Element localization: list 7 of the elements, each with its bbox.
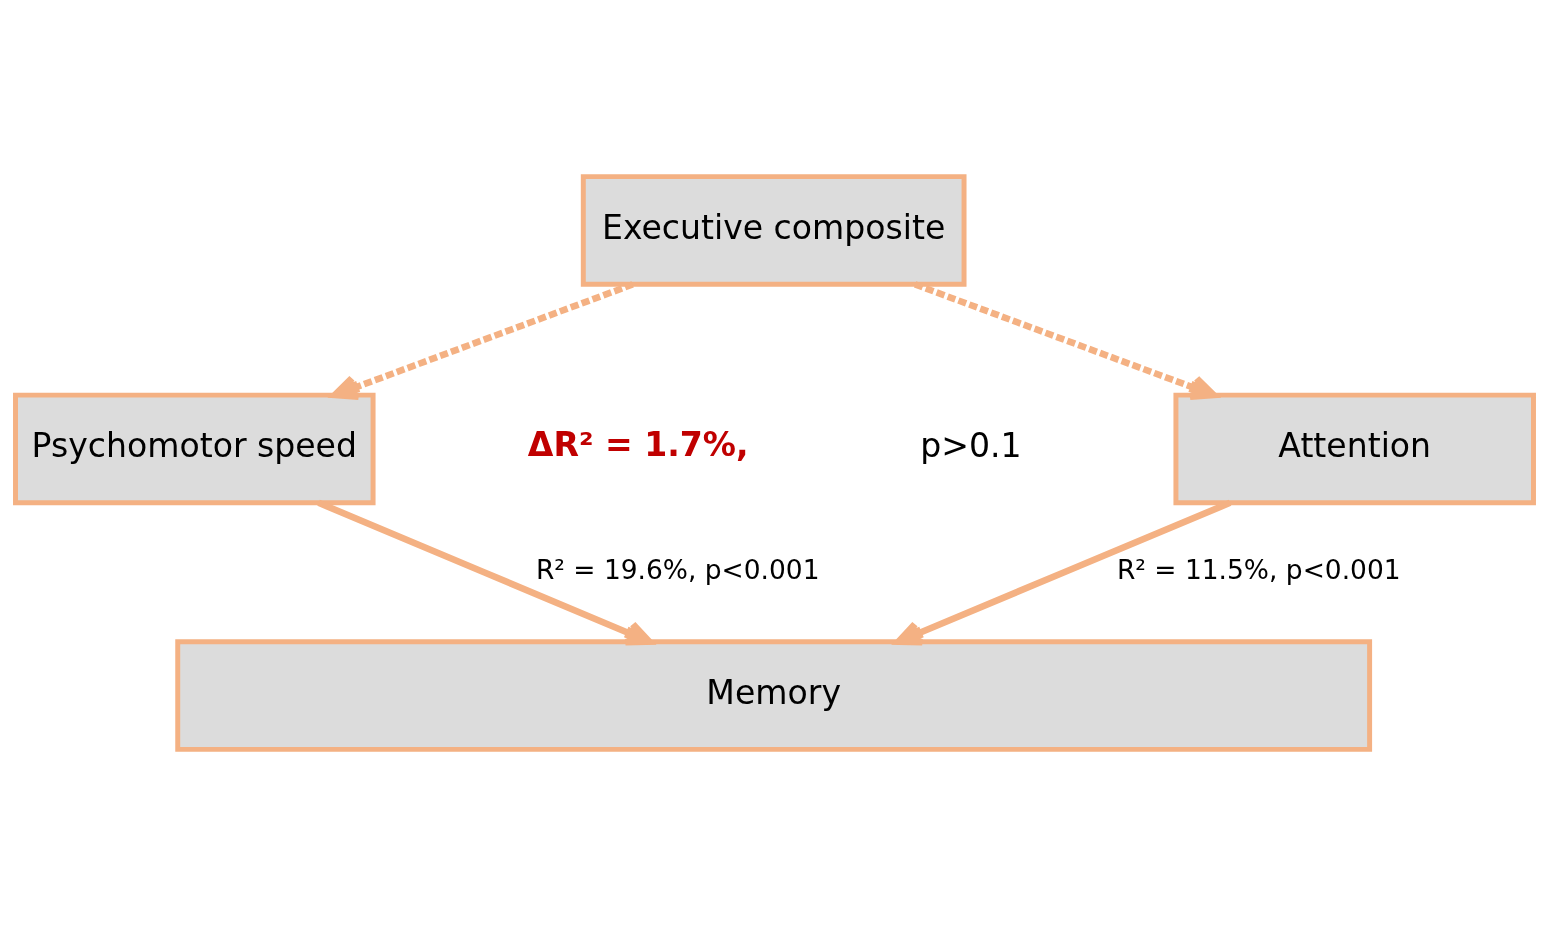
label: ΔR² = 1.7%,	[527, 424, 749, 464]
node-box: Attention	[1173, 392, 1536, 506]
label: p>0.1	[920, 426, 1022, 466]
edge-label: R² = 19.6%, p<0.001	[535, 553, 820, 585]
node-box: Memory	[175, 639, 1373, 752]
node-box: Executive composite	[580, 174, 967, 287]
node-box: Psychomotor speed	[13, 392, 376, 506]
